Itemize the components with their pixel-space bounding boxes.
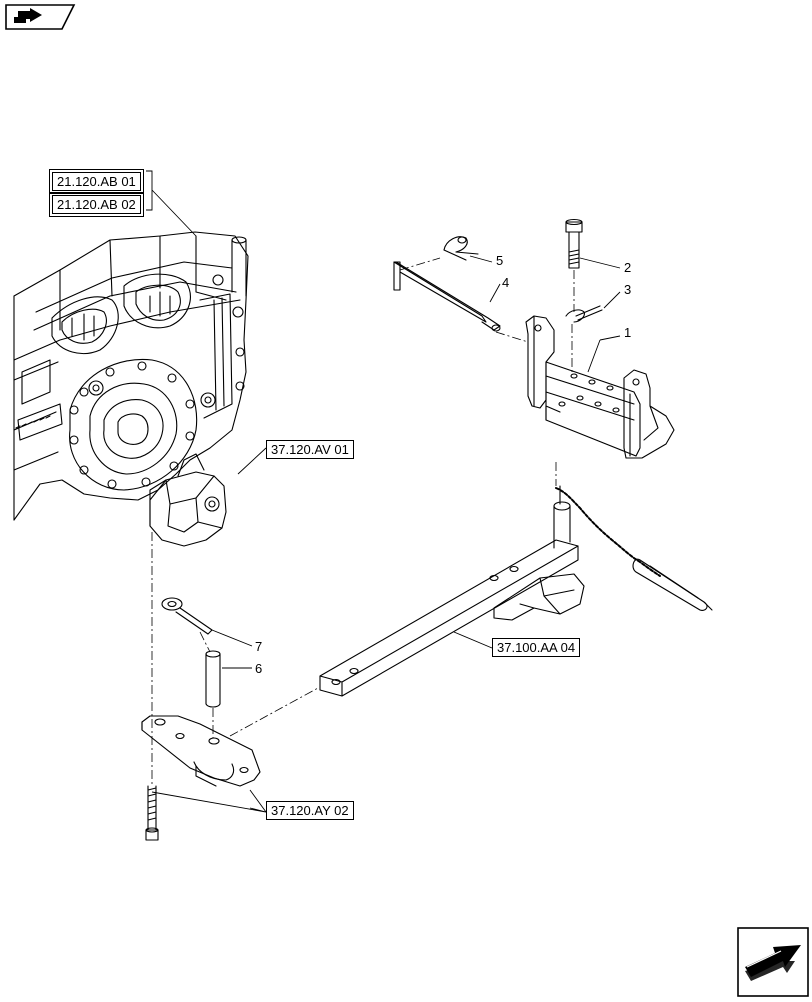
ref-21-120-ab-02[interactable]: 21.120.AB 02 <box>49 192 144 217</box>
callout-2: 2 <box>624 260 632 275</box>
safety-chain <box>555 487 713 611</box>
callout-4: 4 <box>502 275 510 290</box>
hair-pin <box>443 236 479 261</box>
assembly-lines <box>151 257 575 786</box>
callout-5: 5 <box>496 253 504 268</box>
ref-21-120-ab-01[interactable]: 21.120.AB 01 <box>49 169 144 194</box>
hitch-bracket <box>525 315 675 459</box>
ref-37-120-av-01[interactable]: 37.120.AV 01 <box>266 440 354 459</box>
leader-lines <box>146 170 621 813</box>
callout-6: 6 <box>255 661 263 676</box>
plate-bolt <box>145 785 159 841</box>
back-arrow-nav-icon[interactable] <box>4 3 76 31</box>
drawbar-plate <box>141 715 261 787</box>
transmission-housing <box>13 231 249 521</box>
drawbar-support-bracket <box>149 453 227 547</box>
ref-37-100-aa-04[interactable]: 37.100.AA 04 <box>492 638 581 657</box>
drawbar-pin <box>205 650 221 708</box>
bracket-bolt <box>565 218 583 269</box>
bracket-clip <box>565 305 603 323</box>
linch-pin <box>161 597 213 635</box>
callout-1: 1 <box>624 325 632 340</box>
locking-rod <box>393 261 501 332</box>
drawbar <box>319 485 585 697</box>
next-arrow-nav-icon[interactable] <box>737 927 809 997</box>
callout-7: 7 <box>255 639 263 654</box>
ref-37-120-ay-02[interactable]: 37.120.AY 02 <box>266 801 354 820</box>
callout-3: 3 <box>624 282 632 297</box>
